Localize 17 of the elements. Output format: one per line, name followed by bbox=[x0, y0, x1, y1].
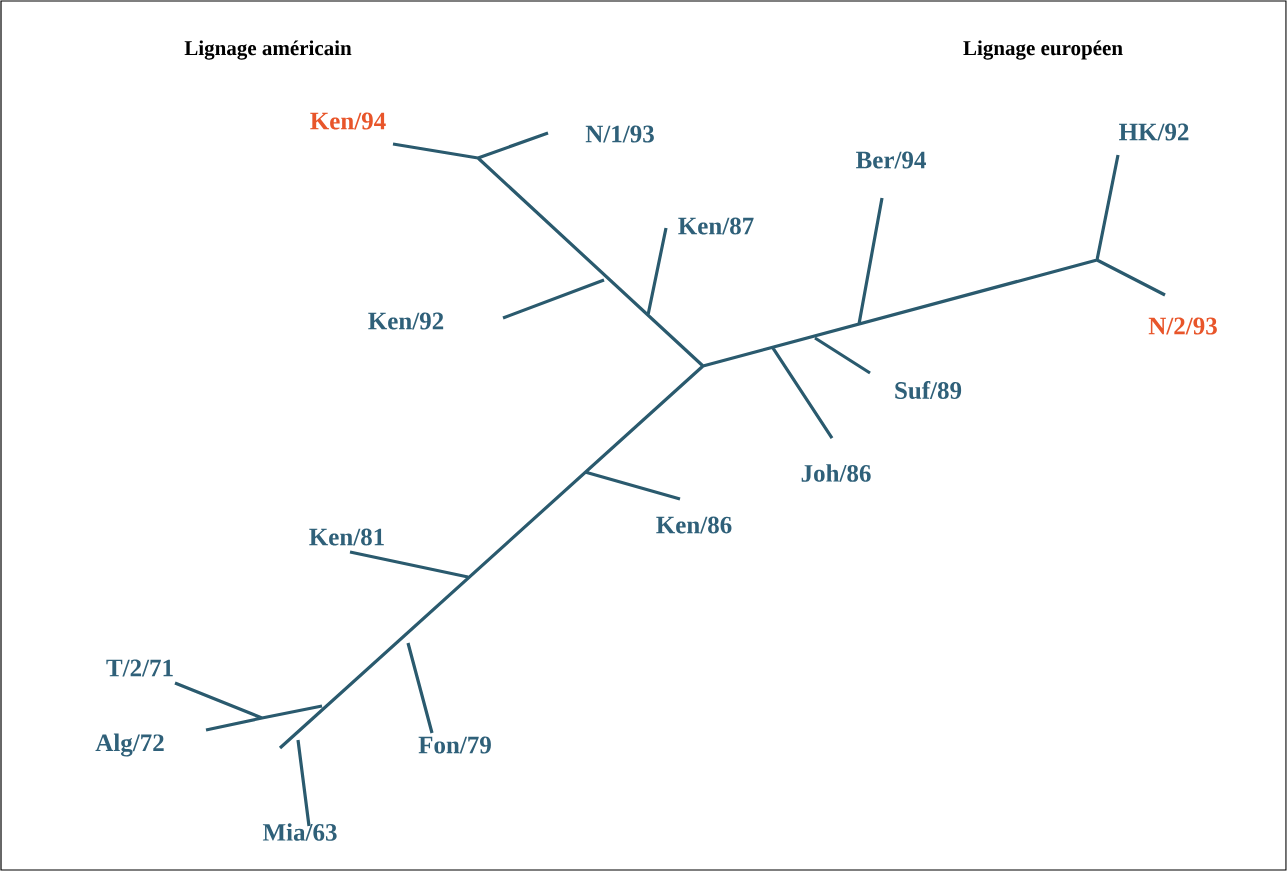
strain-label: Ken/87 bbox=[678, 217, 754, 235]
strain-label: HK/92 bbox=[1119, 123, 1189, 141]
strain-label: Suf/89 bbox=[895, 381, 962, 399]
strain-label: Alg/72 bbox=[95, 733, 164, 757]
strain-label: Ken/81 bbox=[309, 528, 384, 546]
strain-label: Ber/94 bbox=[856, 151, 926, 169]
strain-label: Fon/79 bbox=[418, 736, 491, 754]
strain-label: Ken/94 bbox=[310, 112, 386, 130]
lineage-heading: Lignage américain bbox=[184, 40, 352, 60]
strain-label: Ken/86 bbox=[656, 516, 732, 534]
strain-label: Mia/63 bbox=[262, 823, 337, 841]
lineage-heading: Lignage européen bbox=[963, 40, 1123, 60]
strain-label: N/2/93 bbox=[1148, 317, 1217, 335]
strain-label: Joh/86 bbox=[801, 464, 871, 482]
strain-label: Ken/92 bbox=[368, 312, 444, 330]
strain-label: T/2/71 bbox=[106, 659, 173, 677]
strain-label: N/1/93 bbox=[585, 125, 654, 143]
